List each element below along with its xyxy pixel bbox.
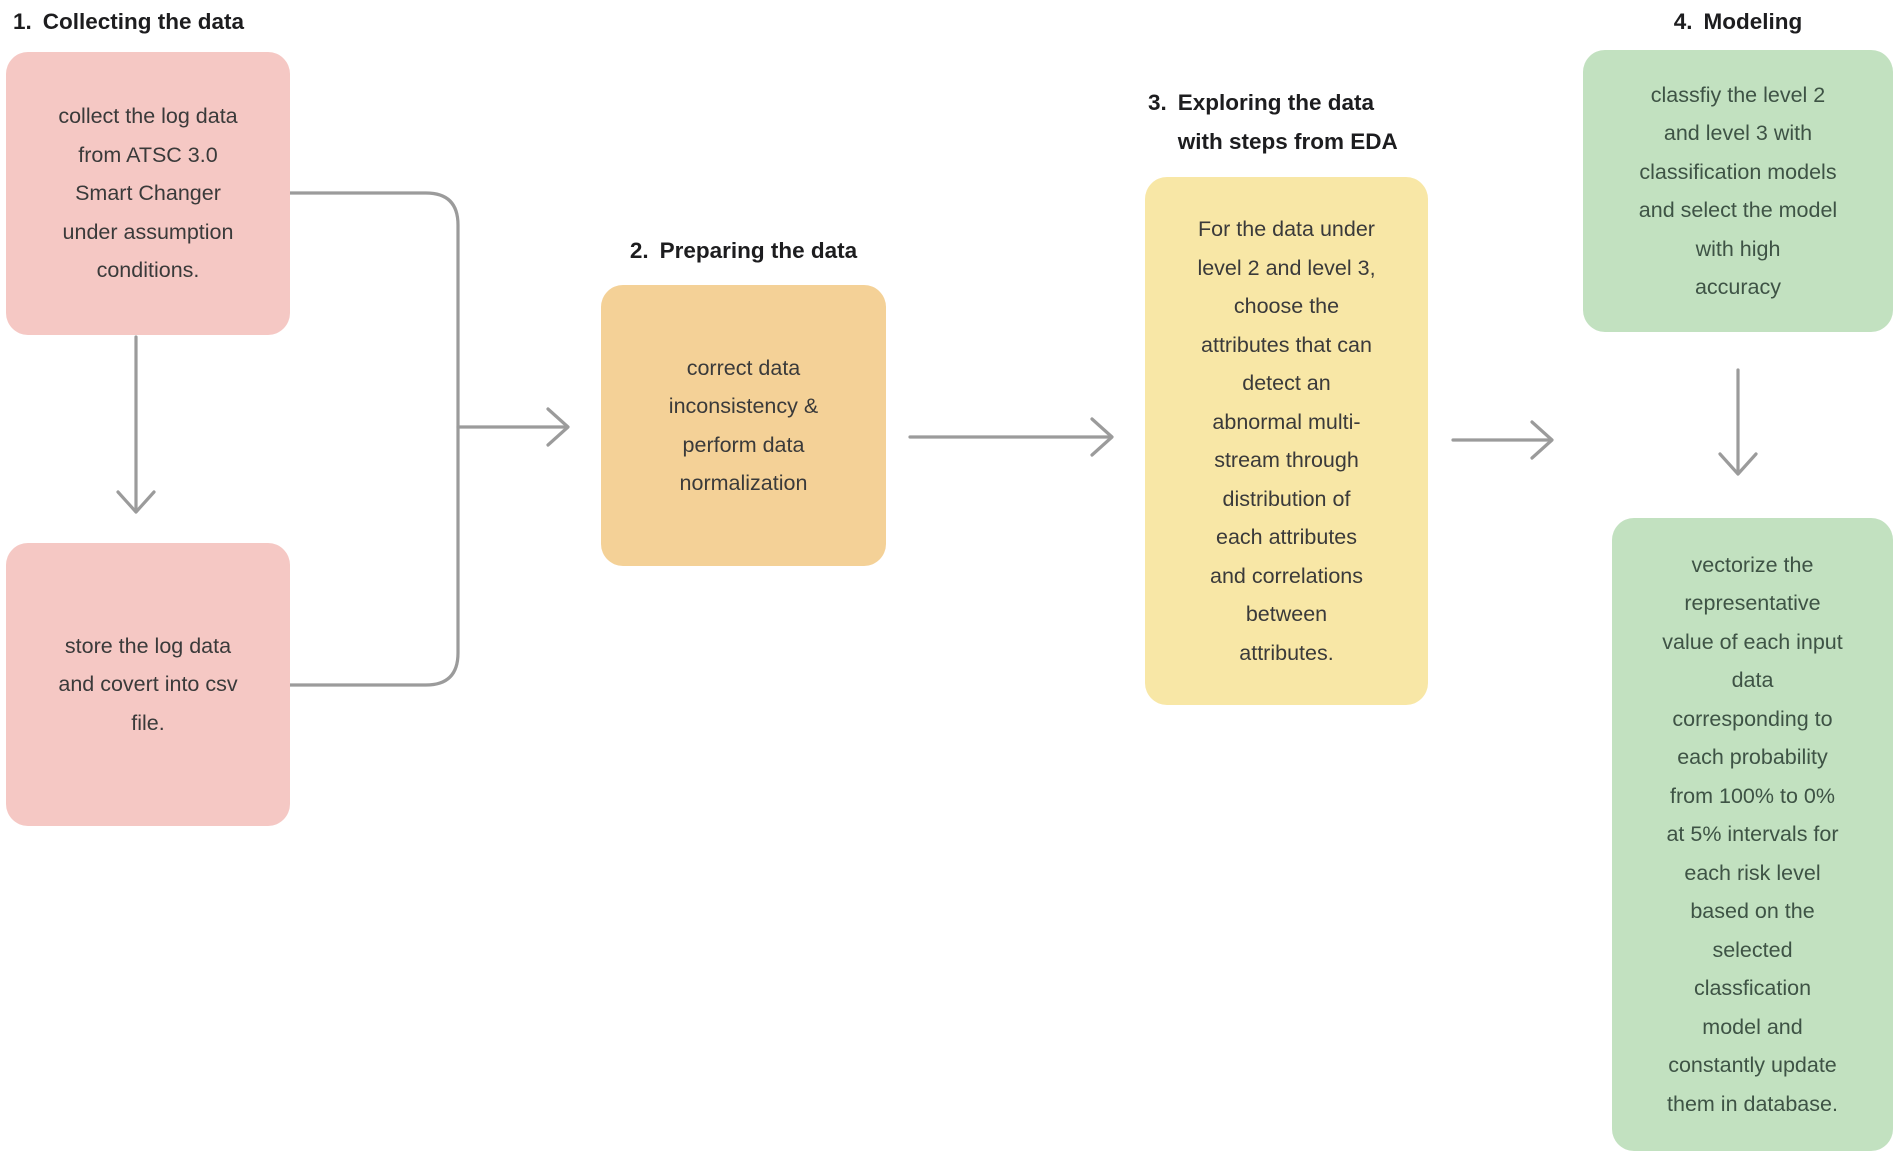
box-store-log-data: store the log data and covert into csv f…	[6, 543, 290, 826]
stage-title-preparing: 2. Preparing the data	[601, 231, 886, 270]
box-prepare-data: correct data inconsistency & perform dat…	[601, 285, 886, 566]
stage-title-label: Exploring the data with steps from EDA	[1177, 90, 1398, 154]
stage-title-collecting: 1. Collecting the data	[13, 2, 244, 41]
stage-title-label: Collecting the data	[42, 9, 245, 34]
stage-number: 2.	[629, 238, 649, 263]
stage-title-modeling: 4. Modeling	[1583, 2, 1893, 41]
arrow-explore-to-modeling-head	[1530, 420, 1554, 460]
arrow-classify-to-vectorize-head	[1718, 452, 1758, 476]
box-classify-models-text: classfiy the level 2 and level 3 with cl…	[1638, 82, 1838, 300]
arrow-to-prepare-head	[546, 407, 570, 447]
stage-number: 4.	[1673, 9, 1693, 34]
box-store-log-data-text: store the log data and covert into csv f…	[58, 633, 238, 735]
box-explore-data-text: For the data under level 2 and level 3, …	[1197, 217, 1376, 665]
stage-title-label: Preparing the data	[659, 238, 858, 263]
box-collect-log-data: collect the log data from ATSC 3.0 Smart…	[6, 52, 290, 335]
arrow-prepare-to-explore-head	[1090, 417, 1114, 457]
stage-number: 1.	[13, 9, 32, 34]
box-prepare-data-text: correct data inconsistency & perform dat…	[668, 355, 819, 496]
stage-title-label: Modeling	[1703, 9, 1803, 34]
stage-title-exploring: 3. Exploring the data with steps from ED…	[1148, 83, 1398, 161]
box-classify-models: classfiy the level 2 and level 3 with cl…	[1583, 50, 1893, 332]
box-vectorize-values-text: vectorize the representative value of ea…	[1662, 552, 1843, 1116]
stage-number: 3.	[1148, 90, 1167, 115]
box-collect-log-data-text: collect the log data from ATSC 3.0 Smart…	[58, 104, 238, 283]
connector-bracket-collect-store	[288, 191, 460, 687]
box-explore-data: For the data under level 2 and level 3, …	[1145, 177, 1428, 705]
arrow-collect-to-store-head	[116, 490, 156, 514]
box-vectorize-values: vectorize the representative value of ea…	[1612, 518, 1893, 1151]
